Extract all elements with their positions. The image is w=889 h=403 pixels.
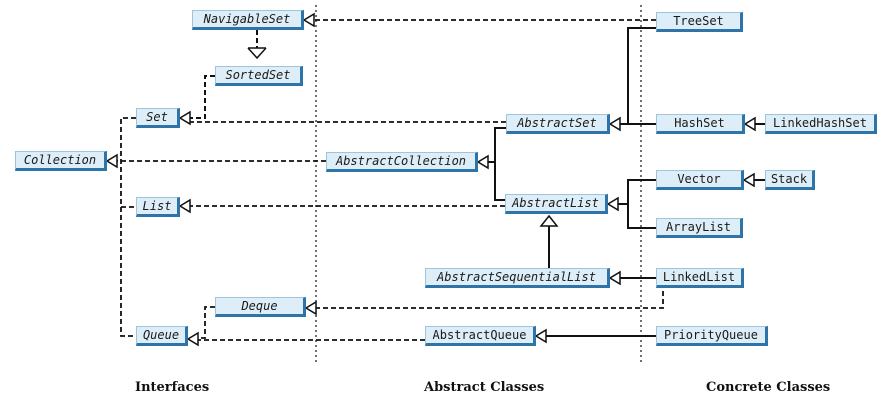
arrowhead-abstractcollection: [476, 154, 489, 170]
abstract-classes-column-title: Abstract Classes: [424, 380, 545, 395]
abstractset-box: AbstractSet: [506, 114, 610, 134]
linkedlist-box: LinkedList: [656, 268, 744, 288]
linkedhashset-box: LinkedHashSet: [765, 114, 877, 134]
list-box: List: [136, 197, 180, 217]
arrowhead-abstractsequentiallist: [608, 270, 621, 286]
edge-abstractset-abstractcollection: [494, 127, 506, 201]
concrete-classes-column-title: Concrete Classes: [706, 380, 831, 395]
arrowhead-deque: [304, 300, 317, 316]
abstractsequentiallist-box: AbstractSequentialList: [425, 268, 610, 288]
interfaces-column-title: Interfaces: [135, 380, 210, 395]
arraylist-box: ArrayList: [656, 218, 743, 238]
edge-linkedlist-deque: [316, 291, 664, 309]
edge-deque-queue: [198, 306, 215, 339]
edge-sortedset-set: [190, 75, 215, 119]
navigableset-box: NavigableSet: [192, 10, 304, 30]
deque-box: Deque: [215, 297, 306, 317]
edge-treeset-abstractset: [620, 27, 656, 125]
arrowhead-abstractlist-from-sequential: [539, 214, 559, 227]
set-box: Set: [136, 108, 180, 128]
arrowhead-abstractset: [608, 116, 621, 132]
edge-set-collection: [120, 117, 136, 337]
stack-box: Stack: [765, 170, 815, 190]
abstractcollection-box: AbstractCollection: [326, 152, 478, 172]
arrowhead-navigableset: [302, 12, 315, 28]
arrowhead-collection: [105, 153, 118, 169]
arrowhead-vector: [742, 172, 755, 188]
vector-box: Vector: [656, 170, 744, 190]
arrowhead-queue: [186, 331, 199, 347]
edge-vector-abstractlist: [627, 179, 656, 229]
arrowhead-abstractqueue: [534, 328, 547, 344]
arrowhead-list: [178, 198, 191, 214]
treeset-box: TreeSet: [656, 12, 743, 32]
arrowhead-sortedset: [247, 47, 267, 60]
abstractqueue-box: AbstractQueue: [425, 326, 536, 346]
arrowhead-set-a: [178, 110, 191, 126]
abstractlist-box: AbstractList: [505, 194, 608, 214]
sortedset-box: SortedSet: [215, 66, 303, 86]
priorityqueue-box: PriorityQueue: [656, 326, 768, 346]
arrowhead-abstractlist: [606, 196, 619, 212]
queue-box: Queue: [136, 326, 188, 346]
collection-box: Collection: [15, 151, 107, 171]
arrowhead-hashset: [743, 116, 756, 132]
hashset-box: HashSet: [656, 114, 745, 134]
